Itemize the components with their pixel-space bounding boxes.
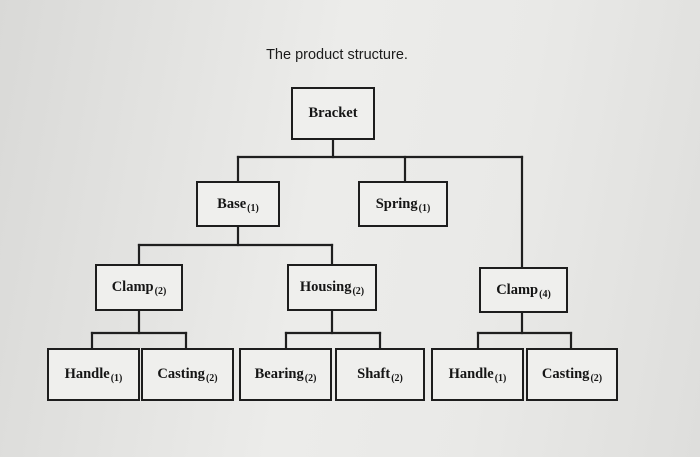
- node-handle-1-qty: (1): [110, 373, 123, 384]
- node-clamp-2: Clamp(2): [95, 264, 183, 311]
- figure-caption: The product structure.: [266, 47, 408, 63]
- node-housing: Housing(2): [287, 264, 377, 311]
- node-handle-1-label: Handle: [64, 366, 110, 382]
- node-casting-1-qty: (2): [205, 373, 218, 384]
- node-handle-1: Handle(1): [47, 348, 140, 401]
- node-casting-1-label: Casting: [157, 366, 205, 382]
- node-bearing-qty: (2): [304, 373, 317, 384]
- node-shaft-label: Shaft: [357, 366, 391, 382]
- node-clamp-4-qty: (4): [539, 288, 551, 300]
- node-base: Base(1): [196, 181, 280, 227]
- node-spring-label: Spring: [375, 195, 418, 212]
- node-base-label: Base: [217, 195, 247, 212]
- node-clamp-2-qty: (2): [154, 286, 167, 297]
- node-bracket-label: Bracket: [308, 105, 358, 121]
- node-housing-qty: (2): [352, 286, 365, 297]
- node-casting-2-qty: (2): [590, 373, 603, 384]
- node-casting-2-label: Casting: [541, 366, 590, 382]
- node-spring: Spring(1): [358, 181, 448, 227]
- node-shaft: Shaft(2): [335, 348, 425, 401]
- node-casting-2: Casting(2): [526, 348, 618, 401]
- node-casting-1: Casting(2): [141, 348, 234, 401]
- node-clamp-4-label: Clamp: [496, 281, 539, 298]
- node-shaft-qty: (2): [391, 373, 403, 384]
- node-spring-qty: (1): [418, 202, 431, 214]
- node-bearing-label: Bearing: [254, 366, 304, 382]
- node-housing-label: Housing: [299, 279, 352, 295]
- node-clamp-2-label: Clamp: [111, 279, 154, 295]
- node-base-qty: (1): [247, 202, 259, 214]
- node-clamp-4: Clamp(4): [479, 267, 568, 313]
- node-bearing: Bearing(2): [239, 348, 332, 401]
- node-handle-2: Handle(1): [431, 348, 524, 401]
- node-handle-2-label: Handle: [448, 366, 494, 382]
- node-handle-2-qty: (1): [494, 373, 507, 384]
- node-bracket: Bracket: [291, 87, 375, 140]
